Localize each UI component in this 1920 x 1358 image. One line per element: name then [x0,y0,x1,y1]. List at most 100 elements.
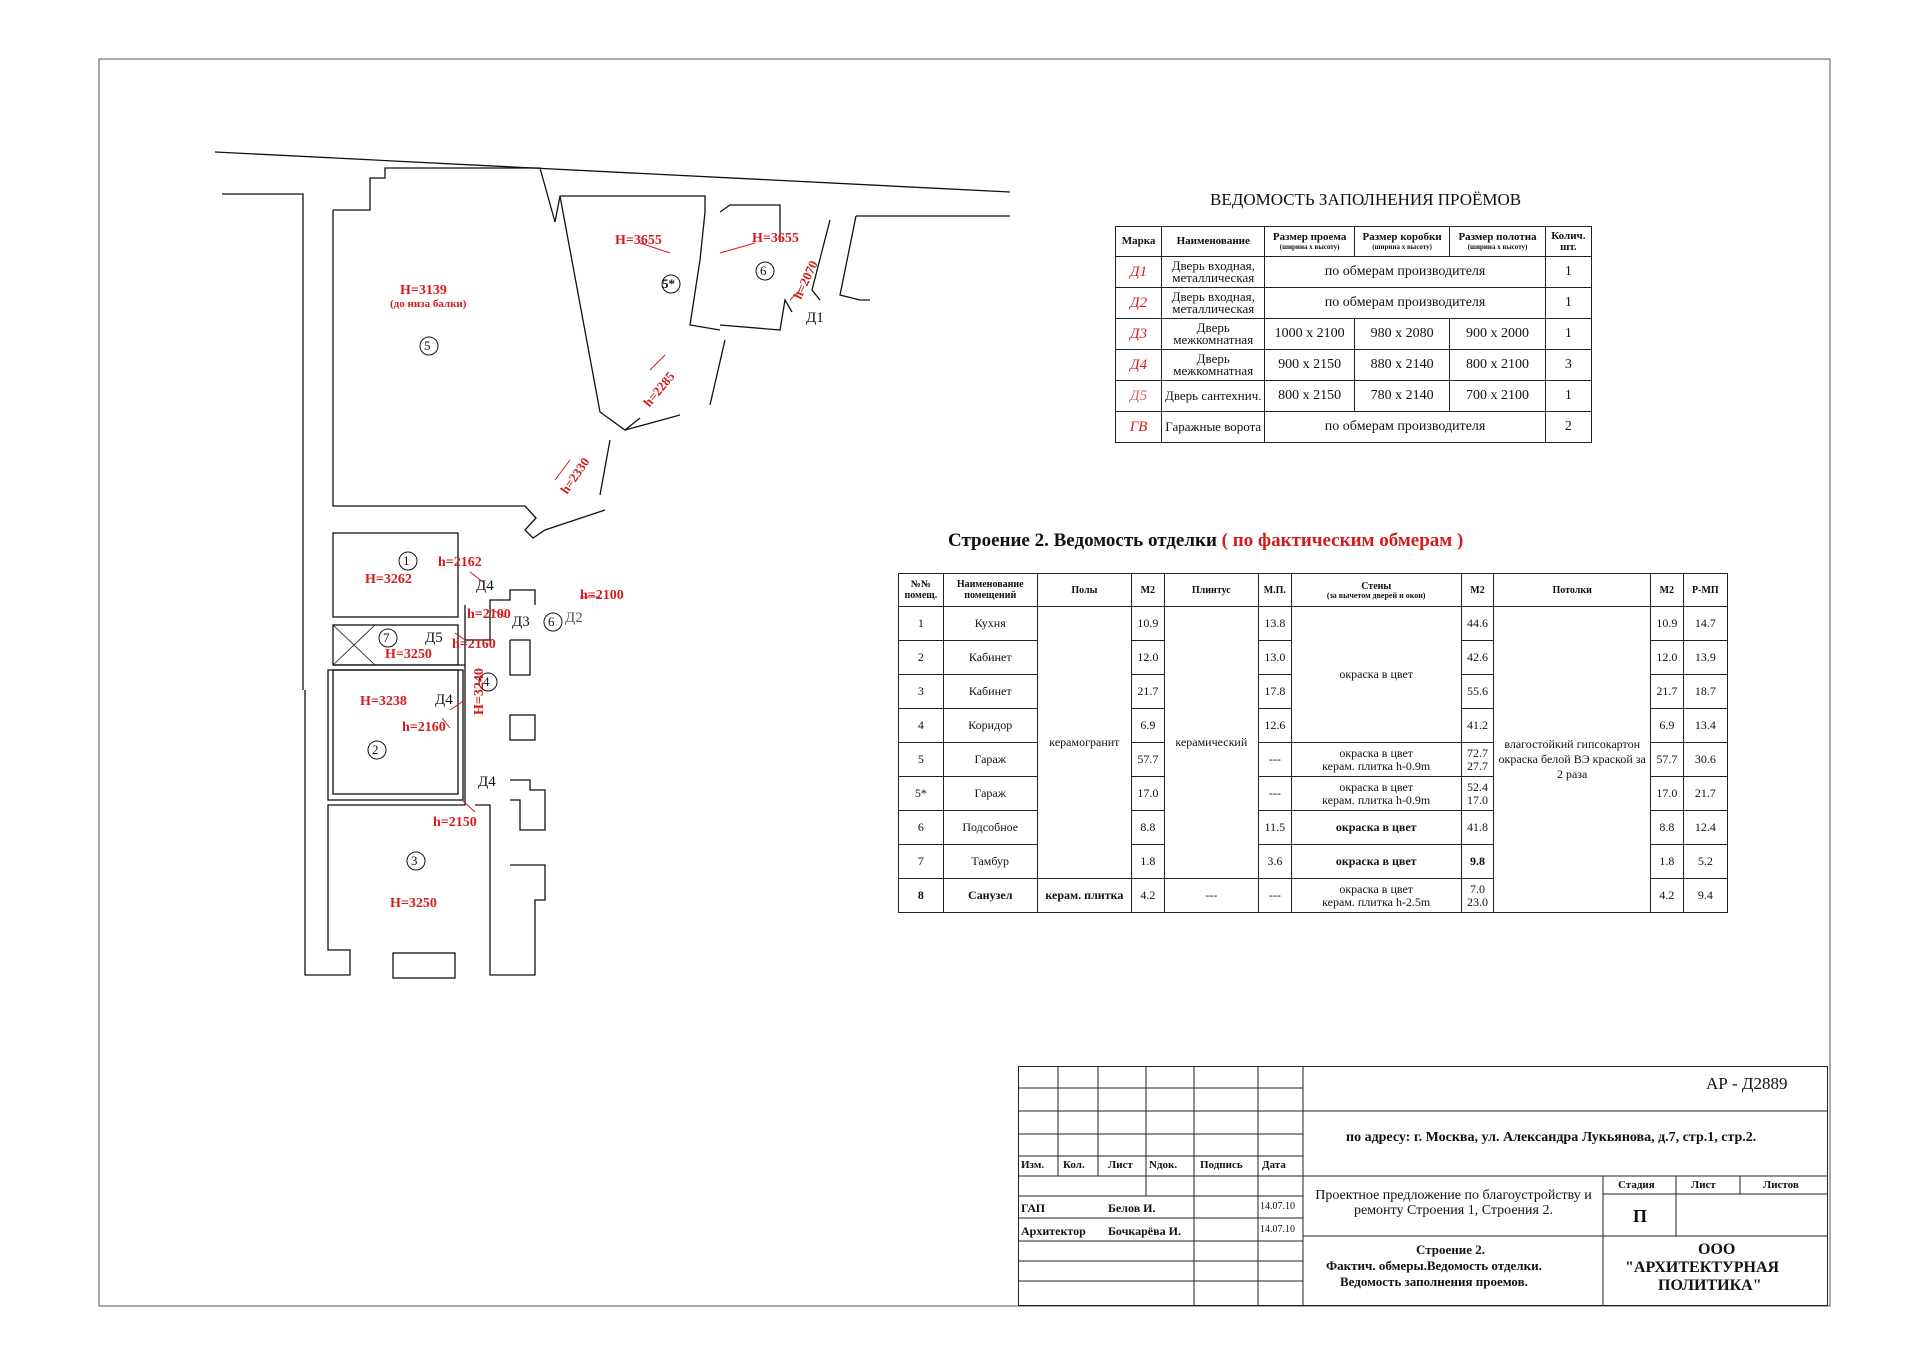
opening-h2100-outer: h=2100 [580,588,624,603]
cell-pmp: 13.4 [1682,708,1729,743]
height-r5: H=3139 [400,283,447,298]
cell-mp: 3.6 [1257,844,1292,879]
cell-m2a: 6.9 [1130,708,1165,743]
room-label-1: 1 [403,553,410,568]
room-label-5star: 5* [662,276,675,291]
hdr-frame-sub: (ширина х высоту) [1372,243,1432,251]
cell-no: 5 [898,742,944,777]
cell-name: Дверь входная, металлическая [1161,256,1266,288]
cell-merged: по обмерам производителя [1264,287,1546,319]
cell-leaf: 900 х 2000 [1449,318,1546,350]
finish-title: Строение 2. Ведомость отделки ( по факти… [948,530,1463,552]
height-r4: H=3240 [472,668,487,715]
hdr-baseboard: Плинтус [1163,573,1259,607]
cell-floor: керам. плитка [1036,878,1132,913]
cell-name: Гаражные ворота [1161,411,1266,443]
opening-h2160-r2: h=2160 [402,720,446,735]
cell-m2c: 57.7 [1649,742,1684,777]
cell-qty: 1 [1544,380,1593,412]
cell-m2a: 21.7 [1130,674,1165,709]
cell-qty: 3 [1544,349,1593,381]
gap-date: 14.07.10 [1260,1201,1295,1212]
hdr-floor: Полы [1036,573,1132,607]
door-d4-b: Д4 [435,692,453,708]
hdr-mp: М.П. [1257,573,1292,607]
cell-name: Дверь сантехнич. [1161,380,1266,412]
door-d5: Д5 [425,630,443,646]
openings-header: Марка Наименование Размер проема(ширина … [1114,226,1593,257]
hdr-room: Наименование помещений [942,573,1038,607]
hdr-m2c: М2 [1649,573,1684,607]
hdr-leaf-label: Размер полотна [1458,231,1537,243]
cell-no: 3 [898,674,944,709]
cell-no: 6 [898,810,944,845]
cell-walls-merged: окраска в цвет [1290,606,1462,743]
cell-opening: 800 х 2150 [1264,380,1355,412]
cell-walls: окраска в цвет [1290,810,1462,845]
table-row: 2 Кабинет 12.0 13.0 42.6 12.0 13.9 [898,640,1729,675]
cell-opening: 900 х 2150 [1264,349,1355,381]
hdr-frame: Размер коробки(ширина х высоту) [1353,226,1451,257]
arch-name: Бочкарёва И. [1108,1224,1181,1238]
col-izm: Изм. [1021,1159,1045,1171]
cell-m2c: 8.8 [1649,810,1684,845]
cell-m2a: 1.8 [1130,844,1165,879]
hdr-walls-label: Стены [1361,580,1392,592]
cell-mp: 13.8 [1257,606,1292,641]
opening-h2150: h=2150 [433,815,477,830]
finish-table: №№ помещ. Наименование помещений Полы М2… [898,573,1729,913]
cell-baseboard-merged: керамический [1163,606,1259,879]
door-d1: Д1 [806,310,824,326]
cell-walls-1: окраска в цвет [1339,779,1414,794]
cell-leaf: 700 х 2100 [1449,380,1546,412]
col-list: Лист [1108,1159,1133,1171]
opening-h2162: h=2162 [438,555,482,570]
finish-header: №№ помещ. Наименование помещений Полы М2… [898,573,1729,607]
cell-m2b: 41.8 [1460,810,1495,845]
col-kol: Кол. [1063,1159,1085,1171]
cell-opening: 1000 х 2100 [1264,318,1355,350]
cell-qty: 1 [1544,287,1593,319]
gap-name: Белов И. [1108,1201,1156,1215]
project-name: Проектное предложение по благоустройству… [1315,1188,1592,1218]
cell-qty: 1 [1544,256,1593,288]
cell-ceiling-merged: влагостойкий гипсокартон окраска белой В… [1493,606,1651,913]
height-r8: H=3250 [385,647,432,662]
table-row: Д2 Дверь входная, металлическая по обмер… [1114,287,1593,319]
door-d4-a: Д4 [476,578,494,594]
table-row: Д5 Дверь сантехнич. 800 х 2150 780 х 214… [1114,380,1593,412]
cell-no: 7 [898,844,944,879]
cell-room: Санузел [942,878,1038,913]
cell-m2b-2: 17.0 [1467,792,1489,807]
height-r3: H=3250 [390,896,437,911]
hdr-leaf-sub: (ширина х высоту) [1467,243,1528,251]
cell-pmp: 9.4 [1682,878,1729,913]
finish-title-note: ( по фактическим обмерам ) [1221,530,1464,551]
cell-frame: 980 х 2080 [1353,318,1451,350]
cell-m2c: 21.7 [1649,674,1684,709]
cell-baseboard: --- [1163,878,1259,913]
hdr-opening-label: Размер проема [1272,231,1347,243]
cell-m2c: 12.0 [1649,640,1684,675]
col-date: Дата [1262,1159,1286,1171]
cell-m2b: 42.6 [1460,640,1495,675]
address: по адресу: г. Москва, ул. Александра Лук… [1346,1130,1757,1145]
hdr-walls: Стены(за вычетом дверей и окон) [1290,573,1462,607]
sheet-title-1: Строение 2. [1416,1242,1486,1257]
cell-m2b: 55.6 [1460,674,1495,709]
cell-m2a: 10.9 [1130,606,1165,641]
cell-no: 4 [898,708,944,743]
cell-mp: 13.0 [1257,640,1292,675]
hdr-mark: Марка [1114,226,1163,257]
cell-m2b: 9.8 [1460,844,1495,879]
cell-pmp: 13.9 [1682,640,1729,675]
openings-title: ВЕДОМОСТЬ ЗАПОЛНЕНИЯ ПРОЁМОВ [1210,190,1522,209]
cell-mp: --- [1257,742,1292,777]
stage-value: П [1633,1206,1648,1226]
height-r1: H=3262 [365,572,412,587]
col-ndok: Nдок. [1149,1159,1178,1171]
cell-pmp: 18.7 [1682,674,1729,709]
